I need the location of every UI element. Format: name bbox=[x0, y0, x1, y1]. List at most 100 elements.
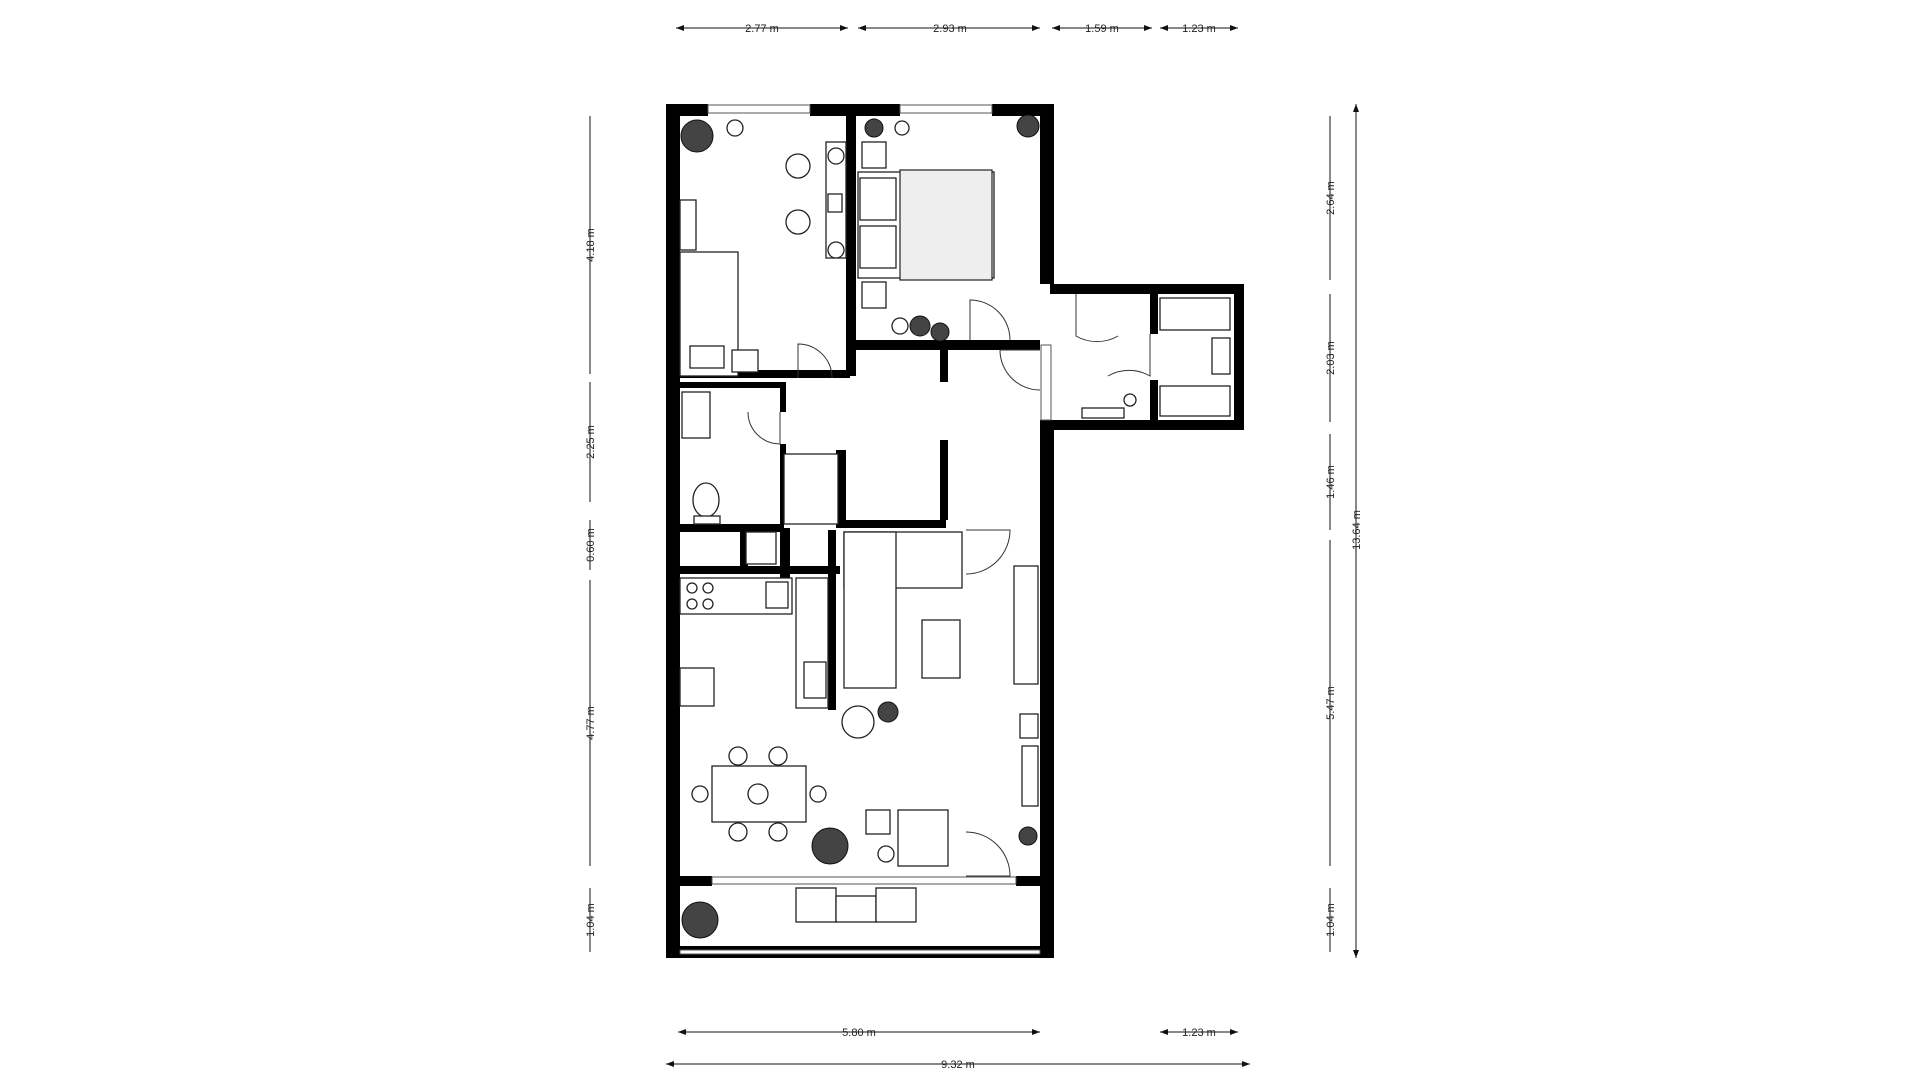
burner-icon bbox=[686, 598, 698, 610]
burner-icon bbox=[702, 582, 714, 594]
balcony-railing bbox=[679, 949, 1041, 955]
dining-chair bbox=[768, 822, 788, 842]
lamp-icon bbox=[894, 120, 910, 136]
dim-left-1: 4.18 m bbox=[585, 228, 597, 262]
cart bbox=[803, 661, 827, 699]
window-hall bbox=[1040, 344, 1052, 421]
dim-bottom-total: 9.32 m bbox=[941, 1059, 975, 1071]
lamp-icon bbox=[877, 845, 895, 863]
doors bbox=[747, 294, 1151, 877]
bathroom-furniture bbox=[681, 391, 839, 565]
pillow bbox=[689, 345, 725, 369]
dim-bottom-2: 1.23 m bbox=[1182, 1027, 1216, 1039]
window-living-balcony bbox=[711, 876, 1017, 885]
fridge bbox=[679, 667, 715, 707]
dim-left-3: 0.60 m bbox=[585, 528, 597, 562]
door-annex-1 bbox=[1075, 294, 1119, 343]
dim-left-5: 1.04 m bbox=[585, 903, 597, 937]
dim-right-2: 2.03 m bbox=[1325, 341, 1337, 375]
dim-bottom-1: 5.80 m bbox=[842, 1027, 876, 1039]
dim-right-5: 1.04 m bbox=[1325, 903, 1337, 937]
nightstand bbox=[861, 141, 887, 169]
side-table bbox=[865, 809, 891, 835]
desk-lamp-icon bbox=[827, 241, 845, 259]
kitchen-sink bbox=[765, 581, 789, 609]
bottom-dimensions: 5.80 m 1.23 m 9.32 m bbox=[666, 1027, 1250, 1071]
dim-right-1: 2.64 m bbox=[1325, 181, 1337, 215]
dim-top-4: 1.23 m bbox=[1182, 23, 1216, 35]
shelf bbox=[679, 199, 697, 251]
door-living bbox=[965, 529, 1011, 575]
plant-icon bbox=[811, 827, 849, 865]
window-bedroom-1 bbox=[707, 104, 811, 114]
bedroom-1-furniture bbox=[679, 119, 847, 377]
door-living-balcony bbox=[965, 831, 1011, 877]
dining-chair bbox=[691, 785, 709, 803]
lamp-icon bbox=[891, 317, 909, 335]
cabinet bbox=[1211, 337, 1231, 375]
dining-chair bbox=[809, 785, 827, 803]
toilet-tank bbox=[693, 515, 721, 525]
dim-left-2: 2.25 m bbox=[585, 425, 597, 459]
dim-top-3: 1.59 m bbox=[1085, 23, 1119, 35]
top-dimensions: 2.77 m 2.93 m 1.59 m 1.23 m bbox=[676, 23, 1238, 35]
ball-icon bbox=[726, 119, 744, 137]
plant-icon bbox=[1016, 114, 1040, 138]
office-chair bbox=[785, 209, 811, 235]
stool bbox=[731, 349, 759, 373]
armchair bbox=[897, 809, 949, 867]
slippers-icon bbox=[1123, 393, 1137, 407]
shoe-rack bbox=[1081, 407, 1125, 419]
plant-icon bbox=[909, 315, 931, 337]
door-annex-2 bbox=[1107, 334, 1151, 377]
plant-icon bbox=[877, 701, 899, 723]
desk-lamp-icon bbox=[827, 147, 845, 165]
laptop-icon bbox=[827, 193, 843, 213]
speaker bbox=[1019, 713, 1039, 739]
dim-right-3: 1.46 m bbox=[1325, 465, 1337, 499]
sink bbox=[745, 531, 777, 565]
door-bedroom-2 bbox=[969, 299, 1011, 341]
balcony-furniture bbox=[681, 887, 917, 939]
wheel-chair-icon bbox=[841, 705, 875, 739]
windows bbox=[679, 104, 1052, 955]
burner-icon bbox=[686, 582, 698, 594]
window-bedroom-2 bbox=[899, 104, 993, 114]
annex-furniture bbox=[1081, 297, 1231, 419]
duvet bbox=[899, 169, 993, 281]
tv-cabinet bbox=[1013, 565, 1039, 685]
basket-icon bbox=[930, 322, 950, 342]
living-furniture bbox=[691, 531, 1039, 867]
burner-icon bbox=[702, 598, 714, 610]
office-chair bbox=[785, 153, 811, 179]
bench bbox=[1159, 385, 1231, 417]
bedroom-2-furniture bbox=[857, 114, 1040, 342]
pillow bbox=[859, 177, 897, 221]
washing-machine bbox=[681, 391, 711, 439]
shelf bbox=[1021, 745, 1039, 807]
door-bedroom-1 bbox=[797, 343, 833, 379]
pillow bbox=[859, 225, 897, 269]
coffee-table bbox=[921, 619, 961, 679]
dining-chair bbox=[768, 746, 788, 766]
dim-right-total: 13.64 m bbox=[1351, 510, 1363, 550]
plant-icon bbox=[680, 119, 714, 153]
lounge-chair bbox=[795, 887, 837, 923]
bench bbox=[1159, 297, 1231, 331]
plant-icon bbox=[681, 901, 719, 939]
dim-top-2: 2.93 m bbox=[933, 23, 967, 35]
balcony-table bbox=[835, 895, 877, 923]
plant-icon bbox=[864, 118, 884, 138]
sofa-chaise bbox=[843, 531, 897, 689]
lounge-chair bbox=[875, 887, 917, 923]
dining-chair bbox=[728, 746, 748, 766]
toilet bbox=[692, 482, 720, 518]
kitchen-furniture bbox=[679, 577, 829, 709]
plant-icon bbox=[1018, 826, 1038, 846]
dim-left-4: 4.77 m bbox=[585, 706, 597, 740]
nightstand bbox=[861, 281, 887, 309]
shower bbox=[783, 453, 839, 525]
dim-right-4: 5.47 m bbox=[1325, 686, 1337, 720]
door-hall bbox=[999, 349, 1041, 391]
